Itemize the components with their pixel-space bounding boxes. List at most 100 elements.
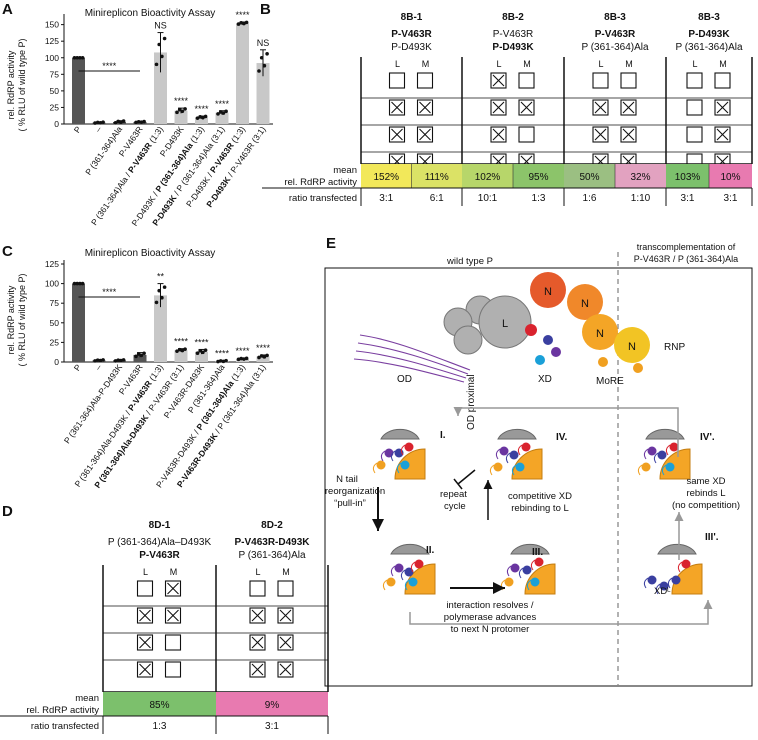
data-point [72, 55, 77, 60]
n-protomer-2 [567, 284, 603, 320]
data-point [157, 288, 161, 293]
data-point [175, 110, 179, 115]
data-point [98, 121, 103, 125]
column-line2: P-D493K [391, 42, 432, 53]
y-tick-label: 125 [45, 259, 59, 269]
column-id: 8D-1 [149, 520, 171, 531]
data-point [101, 120, 105, 125]
column-line2: P-V463R [139, 550, 180, 561]
n1-label: N [544, 286, 552, 298]
mean-activity-value: 152% [373, 172, 399, 183]
xd-tail [400, 444, 406, 456]
l-cap [510, 543, 550, 555]
lm-box [686, 99, 703, 116]
bar [215, 112, 229, 124]
xd-dot [641, 462, 651, 472]
repeat-arrow [457, 469, 476, 485]
mean-label-2: rel. RdRP activity [284, 177, 357, 188]
data-point [78, 281, 82, 286]
l-header: L [692, 59, 697, 69]
data-point [218, 110, 223, 114]
lm-cross [492, 74, 505, 87]
chart-a-ylabel-unit: ( % RLU of wild type P) [17, 38, 27, 131]
data-point [259, 354, 264, 358]
ratio-value: 10:1 [478, 193, 498, 204]
ratio-value: 1:3 [153, 721, 167, 732]
xd-dot [659, 581, 669, 591]
repeat-line2: cycle [444, 501, 466, 512]
n4-label: N [628, 341, 636, 353]
data-point [162, 36, 167, 41]
data-point [101, 358, 105, 362]
xd-dot [404, 567, 414, 577]
ratio-label: ratio transfected [289, 193, 357, 204]
data-point [134, 354, 138, 359]
lm-cross [279, 609, 292, 622]
y-tick-label: 150 [45, 20, 59, 30]
column-line2: P (361-364)Ala [238, 550, 306, 561]
xd-tail [400, 569, 406, 581]
chart-c-ylabel: rel. RdRP activity [6, 285, 16, 354]
lm-cross [251, 609, 264, 622]
data-point [242, 21, 246, 26]
data-point [244, 356, 249, 361]
data-point [224, 358, 228, 363]
data-point [136, 352, 141, 356]
lm-cross [139, 663, 151, 676]
data-point [265, 353, 269, 358]
column-id: 8B-1 [401, 12, 423, 23]
l-header: L [395, 59, 400, 69]
m-header: M [625, 59, 633, 69]
lm-cross [492, 101, 505, 114]
xd-tail [404, 579, 410, 591]
l-header: L [143, 567, 148, 577]
data-point [177, 107, 182, 112]
xd-blue-1 [543, 335, 553, 345]
same-line3: (no competition) [672, 500, 740, 511]
chart-c-title: Minireplicon Bioactivity Assay [85, 248, 216, 259]
data-point [116, 358, 120, 362]
column-line2: P-D493K [492, 42, 534, 53]
xd-tail [380, 450, 386, 462]
n-protomer [394, 448, 426, 480]
bar [133, 354, 147, 362]
y-tick-label: 75 [50, 298, 60, 308]
y-tick-label: 0 [54, 119, 59, 129]
xd-dot [509, 450, 519, 460]
mean-activity-value: 10% [720, 172, 740, 183]
data-point [113, 359, 118, 363]
significance-label: **** [174, 337, 189, 347]
lm-cross [167, 582, 179, 595]
significance-label: **** [194, 337, 209, 347]
xd-tail [372, 462, 378, 474]
bar [154, 52, 167, 125]
mean-activity-value: 50% [579, 172, 599, 183]
n-protomer [659, 448, 691, 480]
bar [256, 63, 270, 124]
rnp-label: RNP [664, 342, 685, 353]
lm-cross [391, 101, 403, 114]
mean-activity-value: 111% [425, 172, 449, 183]
column-id: 8B-2 [502, 12, 524, 23]
category-label: P [72, 362, 84, 373]
data-point [78, 55, 82, 60]
data-point [236, 22, 241, 26]
data-point [75, 281, 79, 286]
xd-tail [410, 561, 416, 573]
n-protomer-4 [614, 327, 650, 363]
xd-l-label: XDᴸ [654, 586, 671, 597]
data-point [95, 358, 100, 362]
panel-letter-c: C [2, 243, 13, 260]
panel-e-frame [324, 267, 753, 687]
mean-activity-cell [462, 164, 513, 188]
xd-dot [515, 462, 525, 472]
mean-activity-cell [513, 164, 564, 188]
data-point [257, 355, 261, 360]
n-tail-line3: “pull-in” [334, 498, 366, 509]
xd-dot [408, 577, 418, 587]
n-protomer [671, 563, 703, 595]
arrow-to-iii-prime [409, 600, 713, 625]
compet-line1: competitive XD [508, 491, 572, 502]
column-id: 8B-3 [604, 12, 626, 23]
l-header: L [598, 59, 603, 69]
